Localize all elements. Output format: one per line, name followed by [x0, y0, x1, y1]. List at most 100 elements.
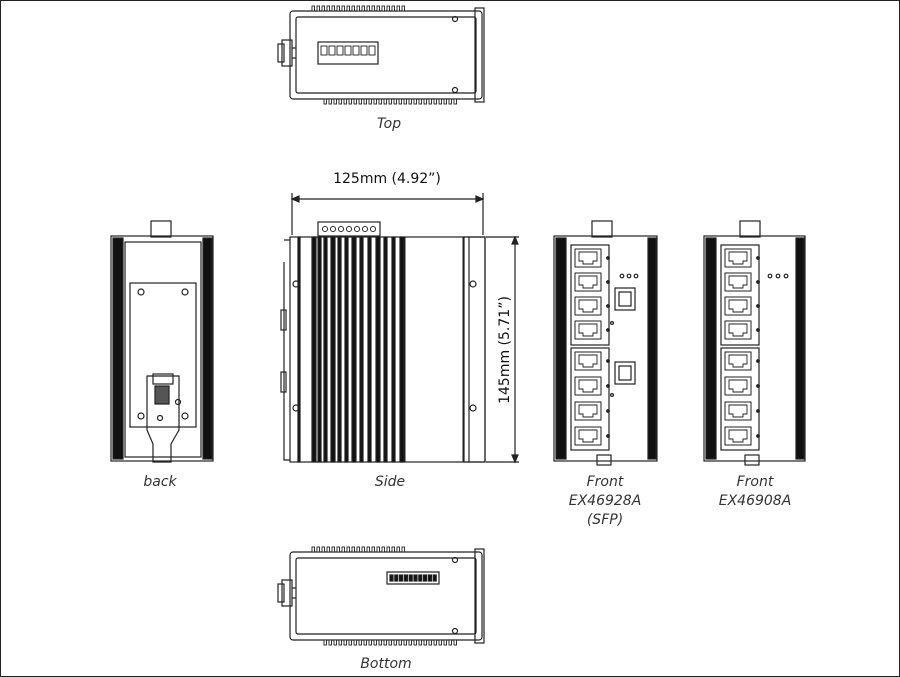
heatsink-fin: [337, 236, 342, 463]
vent-tooth: [381, 546, 385, 553]
rj45-port-jack: [728, 429, 748, 443]
heatsink-fin: [399, 236, 405, 463]
rj45-port: [574, 401, 602, 421]
heatsink-fin: [297, 236, 301, 463]
back-view-caption: back: [143, 474, 177, 490]
vent-tooth: [358, 98, 362, 105]
dip-switch-lever: [408, 574, 413, 582]
top-vent-teeth-lower: [323, 98, 457, 105]
vent-tooth: [376, 5, 380, 12]
port-led: [756, 409, 760, 413]
vent-tooth: [373, 98, 377, 105]
vent-tooth: [321, 546, 325, 553]
dip-switch-lever: [403, 574, 408, 582]
heatsink-fin: [351, 236, 357, 463]
vent-tooth: [333, 639, 337, 646]
vent-tooth: [363, 639, 367, 646]
vent-tooth: [368, 639, 372, 646]
vent-tooth: [311, 546, 315, 553]
dip-switch-lever: [432, 574, 437, 582]
dip-switch-lever: [418, 574, 423, 582]
vent-tooth: [356, 546, 360, 553]
vent-tooth: [356, 5, 360, 12]
vent-tooth: [316, 5, 320, 12]
top-view: [277, 5, 485, 105]
vent-tooth: [336, 546, 340, 553]
vent-tooth: [371, 5, 375, 12]
vent-tooth: [438, 639, 442, 646]
vent-tooth: [433, 639, 437, 646]
rj45-port: [574, 320, 602, 340]
port-led: [606, 256, 610, 260]
vent-tooth: [323, 98, 327, 105]
terminal-pin: [336, 45, 344, 56]
vent-tooth: [338, 98, 342, 105]
heatsink-fin: [375, 236, 381, 463]
vent-tooth: [311, 5, 315, 12]
rj45-port: [724, 248, 752, 268]
bottom-vent-teeth-lower: [323, 639, 457, 646]
dip-switch-lever: [427, 574, 432, 582]
rj45-port: [724, 426, 752, 446]
port-led: [756, 256, 760, 260]
heatsink-fin: [311, 236, 317, 463]
side-panel: [404, 236, 464, 463]
dip-switch-lever: [413, 574, 418, 582]
vent-tooth: [363, 98, 367, 105]
vent-tooth: [346, 5, 350, 12]
port-led: [606, 304, 610, 308]
vent-tooth: [413, 98, 417, 105]
rj45-port: [724, 376, 752, 396]
port-led: [756, 280, 760, 284]
top-view-caption: Top: [377, 116, 401, 132]
vent-tooth: [361, 5, 365, 12]
vent-tooth: [448, 639, 452, 646]
front-b-caption-line2: EX46908A: [719, 493, 792, 509]
dip-switch: [389, 574, 437, 582]
dip-switch-lever: [399, 574, 404, 582]
vent-tooth: [336, 5, 340, 12]
vent-tooth: [403, 639, 407, 646]
rj45-port: [574, 248, 602, 268]
port-led: [756, 328, 760, 332]
front-view-ex46928a: [553, 220, 658, 466]
rj45-port-jack: [728, 275, 748, 289]
vent-tooth: [453, 639, 457, 646]
rj45-port-jack: [578, 299, 598, 313]
dip-switch-lever: [423, 574, 428, 582]
vent-tooth: [393, 639, 397, 646]
port-led: [606, 409, 610, 413]
vent-tooth: [403, 98, 407, 105]
vent-tooth: [348, 98, 352, 105]
port-led: [756, 434, 760, 438]
vent-tooth: [378, 639, 382, 646]
vent-tooth: [386, 546, 390, 553]
terminal-screw: [353, 225, 361, 233]
vent-tooth: [408, 98, 412, 105]
heatsink-fin: [317, 236, 322, 463]
vent-tooth: [418, 98, 422, 105]
terminal-pin: [352, 45, 360, 56]
vent-tooth: [381, 5, 385, 12]
side-view: [280, 193, 519, 464]
terminal-block: [320, 45, 376, 56]
terminal-pin: [360, 45, 368, 56]
vent-tooth: [398, 639, 402, 646]
port-led: [606, 359, 610, 363]
vent-tooth: [393, 98, 397, 105]
vent-tooth: [361, 546, 365, 553]
vent-tooth: [353, 639, 357, 646]
rj45-port-jack: [728, 379, 748, 393]
vent-tooth: [443, 98, 447, 105]
vent-tooth: [368, 98, 372, 105]
front-a-caption-line3: (SFP): [587, 512, 623, 528]
terminal-screw: [337, 225, 345, 233]
heatsink-fin: [359, 236, 364, 463]
vent-tooth: [331, 5, 335, 12]
vent-tooth: [453, 98, 457, 105]
vent-tooth: [316, 546, 320, 553]
rj45-port-jack: [578, 275, 598, 289]
vent-tooth: [326, 546, 330, 553]
terminal-screw: [321, 225, 329, 233]
terminal-screw: [361, 225, 369, 233]
